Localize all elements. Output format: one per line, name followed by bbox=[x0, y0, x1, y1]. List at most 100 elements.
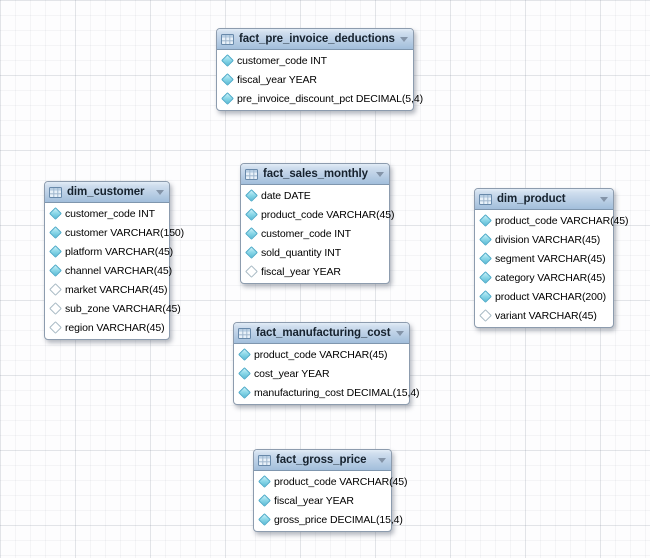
column-row[interactable]: market VARCHAR(45) bbox=[45, 280, 169, 299]
collapse-arrow-icon[interactable] bbox=[376, 171, 384, 177]
column-row[interactable]: product_code VARCHAR(45) bbox=[475, 211, 628, 230]
table-header[interactable]: fact_manufacturing_cost bbox=[234, 323, 409, 344]
table-header[interactable]: fact_gross_price bbox=[254, 450, 391, 471]
collapse-arrow-icon[interactable] bbox=[156, 189, 164, 195]
column-row[interactable]: category VARCHAR(45) bbox=[475, 268, 613, 287]
column-notnull-icon bbox=[258, 494, 271, 507]
column-label: region VARCHAR(45) bbox=[65, 321, 165, 334]
column-row[interactable]: gross_price DECIMAL(15,4) bbox=[254, 510, 403, 529]
table-fact_pre_invoice_deductions[interactable]: fact_pre_invoice_deductions customer_cod… bbox=[216, 28, 423, 111]
table-columns: product_code VARCHAR(45) fiscal_year YEAR… bbox=[254, 471, 407, 531]
column-row[interactable]: region VARCHAR(45) bbox=[45, 318, 169, 337]
column-label: sub_zone VARCHAR(45) bbox=[65, 302, 181, 315]
column-notnull-icon bbox=[245, 227, 258, 240]
column-label: product VARCHAR(200) bbox=[495, 290, 607, 303]
table-fact_manufacturing_cost[interactable]: fact_manufacturing_cost product_code VAR… bbox=[233, 322, 420, 405]
column-label: product_code VARCHAR(45) bbox=[274, 475, 408, 488]
table-fact_gross_price[interactable]: fact_gross_price product_code VARCHAR(45… bbox=[253, 449, 407, 532]
table-dim_product[interactable]: dim_product product_code VARCHAR(45) divi… bbox=[474, 188, 628, 328]
column-row[interactable]: sold_quantity INT bbox=[241, 243, 389, 262]
column-row[interactable]: platform VARCHAR(45) bbox=[45, 242, 173, 261]
collapse-arrow-icon[interactable] bbox=[600, 196, 608, 202]
column-notnull-icon bbox=[49, 264, 62, 277]
column-row[interactable]: customer_code INT bbox=[241, 224, 389, 243]
collapse-arrow-icon[interactable] bbox=[400, 36, 408, 42]
column-nullable-icon bbox=[479, 309, 492, 322]
column-notnull-icon bbox=[49, 245, 62, 258]
column-row[interactable]: manufacturing_cost DECIMAL(15,4) bbox=[234, 383, 420, 402]
column-notnull-icon bbox=[221, 54, 234, 67]
column-label: pre_invoice_discount_pct DECIMAL(5,4) bbox=[237, 92, 423, 105]
column-label: category VARCHAR(45) bbox=[495, 271, 606, 284]
column-label: fiscal_year YEAR bbox=[274, 494, 354, 507]
column-label: gross_price DECIMAL(15,4) bbox=[274, 513, 403, 526]
column-row[interactable]: cost_year YEAR bbox=[234, 364, 409, 383]
column-row[interactable]: fiscal_year YEAR bbox=[217, 70, 413, 89]
column-notnull-icon bbox=[49, 226, 62, 239]
column-row[interactable]: fiscal_year YEAR bbox=[254, 491, 391, 510]
column-row[interactable]: product_code VARCHAR(45) bbox=[254, 472, 407, 491]
column-notnull-icon bbox=[245, 208, 258, 221]
column-notnull-icon bbox=[245, 189, 258, 202]
column-label: fiscal_year YEAR bbox=[237, 73, 317, 86]
column-row[interactable]: segment VARCHAR(45) bbox=[475, 249, 613, 268]
column-row[interactable]: variant VARCHAR(45) bbox=[475, 306, 613, 325]
table-columns: customer_code INT customer VARCHAR(150) pl… bbox=[45, 203, 184, 339]
table-icon bbox=[479, 193, 492, 205]
column-label: product_code VARCHAR(45) bbox=[261, 208, 395, 221]
column-label: product_code VARCHAR(45) bbox=[495, 214, 629, 227]
column-label: division VARCHAR(45) bbox=[495, 233, 601, 246]
column-label: market VARCHAR(45) bbox=[65, 283, 168, 296]
column-label: customer_code INT bbox=[261, 227, 351, 240]
column-row[interactable]: channel VARCHAR(45) bbox=[45, 261, 173, 280]
column-row[interactable]: product VARCHAR(200) bbox=[475, 287, 613, 306]
column-notnull-icon bbox=[49, 207, 62, 220]
column-label: customer_code INT bbox=[237, 54, 327, 67]
column-notnull-icon bbox=[221, 92, 234, 105]
column-label: manufacturing_cost DECIMAL(15,4) bbox=[254, 386, 420, 399]
table-columns: date DATE product_code VARCHAR(45) custome… bbox=[241, 185, 394, 283]
table-icon bbox=[245, 168, 258, 180]
table-header[interactable]: fact_sales_monthly bbox=[241, 164, 389, 185]
table-title: dim_customer bbox=[67, 186, 145, 198]
column-notnull-icon bbox=[258, 513, 271, 526]
column-notnull-icon bbox=[479, 252, 492, 265]
table-icon bbox=[258, 454, 271, 466]
column-notnull-icon bbox=[221, 73, 234, 86]
column-notnull-icon bbox=[238, 386, 251, 399]
table-title: fact_manufacturing_cost bbox=[256, 327, 391, 339]
table-title: fact_gross_price bbox=[276, 454, 367, 466]
column-notnull-icon bbox=[479, 271, 492, 284]
column-notnull-icon bbox=[479, 214, 492, 227]
table-columns: product_code VARCHAR(45)cost_year YEAR ma… bbox=[234, 344, 420, 404]
table-header[interactable]: dim_customer bbox=[45, 182, 169, 203]
column-row[interactable]: division VARCHAR(45) bbox=[475, 230, 613, 249]
column-row[interactable]: pre_invoice_discount_pct DECIMAL(5,4) bbox=[217, 89, 423, 108]
column-label: sold_quantity INT bbox=[261, 246, 342, 259]
column-notnull-icon bbox=[238, 367, 251, 380]
column-label: variant VARCHAR(45) bbox=[495, 309, 597, 322]
column-row[interactable]: fiscal_year YEAR bbox=[241, 262, 389, 281]
column-row[interactable]: customer_code INT bbox=[45, 204, 169, 223]
table-fact_sales_monthly[interactable]: fact_sales_monthly date DATE product_code… bbox=[240, 163, 394, 284]
column-row[interactable]: sub_zone VARCHAR(45) bbox=[45, 299, 181, 318]
table-dim_customer[interactable]: dim_customer customer_code INT customer V… bbox=[44, 181, 184, 340]
collapse-arrow-icon[interactable] bbox=[396, 330, 404, 336]
column-row[interactable]: date DATE bbox=[241, 186, 389, 205]
column-row[interactable]: customer VARCHAR(150) bbox=[45, 223, 184, 242]
column-notnull-icon bbox=[245, 246, 258, 259]
column-notnull-icon bbox=[258, 475, 271, 488]
column-row[interactable]: customer_code INT bbox=[217, 51, 413, 70]
table-header[interactable]: dim_product bbox=[475, 189, 613, 210]
table-header[interactable]: fact_pre_invoice_deductions bbox=[217, 29, 413, 50]
column-notnull-icon bbox=[479, 233, 492, 246]
column-label: customer VARCHAR(150) bbox=[65, 226, 185, 239]
column-label: segment VARCHAR(45) bbox=[495, 252, 606, 265]
column-nullable-icon bbox=[49, 321, 62, 334]
column-label: channel VARCHAR(45) bbox=[65, 264, 173, 277]
column-row[interactable]: product_code VARCHAR(45) bbox=[234, 345, 409, 364]
column-label: customer_code INT bbox=[65, 207, 155, 220]
collapse-arrow-icon[interactable] bbox=[378, 457, 386, 463]
column-row[interactable]: product_code VARCHAR(45) bbox=[241, 205, 394, 224]
